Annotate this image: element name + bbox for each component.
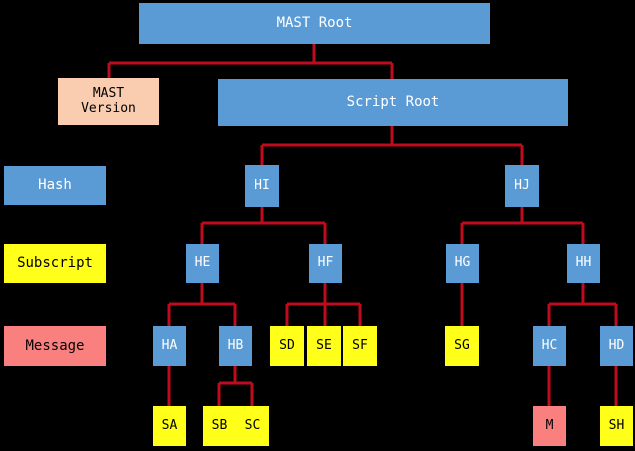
- node-label-hb: HB: [227, 337, 244, 353]
- node-sa[interactable]: SA: [153, 406, 186, 446]
- node-label-sf: SF: [352, 337, 368, 353]
- legend-label-message: Message: [25, 337, 85, 354]
- legend-item-subscript: Subscript: [4, 244, 106, 283]
- node-hb[interactable]: HB: [219, 326, 252, 366]
- node-label-sb: SB: [211, 417, 228, 433]
- node-hi[interactable]: HI: [245, 165, 279, 207]
- node-sf[interactable]: SF: [343, 326, 377, 366]
- node-label-hh: HH: [575, 255, 592, 271]
- node-label-sg: SG: [454, 337, 470, 353]
- node-mast-root[interactable]: MAST Root: [139, 3, 490, 44]
- node-sg[interactable]: SG: [445, 326, 479, 366]
- node-hd[interactable]: HD: [600, 326, 633, 366]
- node-sh[interactable]: SH: [600, 406, 633, 446]
- node-label-sc: SC: [244, 417, 261, 433]
- node-label-mast-root: MAST Root: [276, 15, 353, 32]
- node-label-sh: SH: [608, 417, 625, 433]
- legend-label-subscript: Subscript: [17, 255, 93, 272]
- node-m[interactable]: M: [533, 406, 566, 446]
- node-sc[interactable]: SC: [236, 406, 269, 446]
- node-label-mast-version: MAST Version: [81, 85, 136, 116]
- node-hj[interactable]: HJ: [505, 165, 539, 207]
- node-hf[interactable]: HF: [309, 244, 342, 283]
- node-label-hj: HJ: [514, 177, 530, 193]
- node-label-m: M: [545, 417, 554, 433]
- node-label-he: HE: [194, 255, 211, 271]
- legend-item-message: Message: [4, 326, 106, 366]
- node-label-hi: HI: [254, 177, 270, 193]
- node-label-hf: HF: [317, 255, 334, 271]
- node-label-hc: HC: [541, 337, 558, 353]
- node-label-sd: SD: [279, 337, 295, 353]
- node-he[interactable]: HE: [186, 244, 219, 283]
- node-ha[interactable]: HA: [153, 326, 186, 366]
- node-mast-version[interactable]: MAST Version: [58, 78, 159, 125]
- node-script-root[interactable]: Script Root: [218, 79, 568, 126]
- node-sb[interactable]: SB: [203, 406, 236, 446]
- node-label-hd: HD: [608, 337, 625, 353]
- node-label-hg: HG: [454, 255, 471, 271]
- node-se[interactable]: SE: [307, 326, 341, 366]
- node-label-sa: SA: [161, 417, 178, 433]
- node-label-script-root: Script Root: [346, 94, 440, 111]
- node-hg[interactable]: HG: [446, 244, 479, 283]
- legend-label-hash: Hash: [38, 177, 72, 194]
- legend-item-hash: Hash: [4, 166, 106, 205]
- node-label-ha: HA: [161, 337, 178, 353]
- node-hh[interactable]: HH: [567, 244, 600, 283]
- node-hc[interactable]: HC: [533, 326, 566, 366]
- node-sd[interactable]: SD: [270, 326, 304, 366]
- node-label-se: SE: [316, 337, 332, 353]
